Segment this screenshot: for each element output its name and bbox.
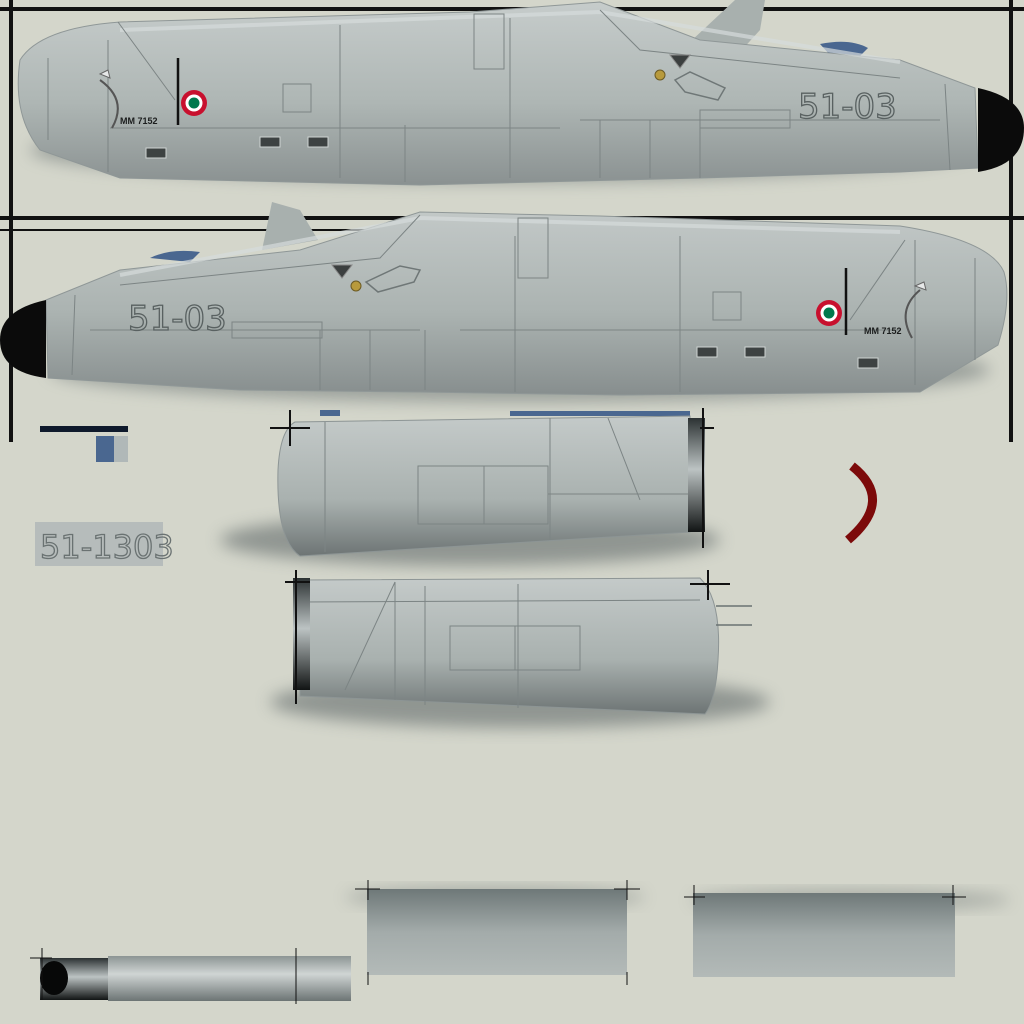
fuselage-lower: MM 7152 51-03: [0, 202, 1008, 402]
roundel-lower: [816, 300, 842, 326]
code-label-upper: 51-03: [798, 87, 897, 127]
nose-cone-lower: [0, 300, 46, 378]
red-arc: [845, 462, 877, 544]
code-plate-label: 51-1303: [40, 528, 174, 566]
code-plate: 51-1303: [35, 522, 174, 567]
fin-lower: [262, 202, 318, 250]
serial-label-upper: MM 7152: [120, 116, 158, 126]
code-label-lower: 51-03: [128, 299, 227, 339]
serial-label-lower: MM 7152: [864, 326, 902, 336]
panel-right: [684, 885, 1010, 977]
nose-cone-upper: [978, 88, 1024, 172]
corner-decal: [40, 426, 128, 462]
panel-left: [345, 880, 645, 985]
fuselage-upper: MM 7152 51-03: [17, 0, 1024, 186]
fin-upper: [690, 0, 765, 52]
roundel-upper: [181, 90, 207, 116]
fin-blue-lower: [150, 250, 200, 262]
nacelle-upper: [220, 408, 720, 566]
nacelle-lower: [270, 570, 770, 728]
exhaust-pipe: [30, 948, 351, 1004]
